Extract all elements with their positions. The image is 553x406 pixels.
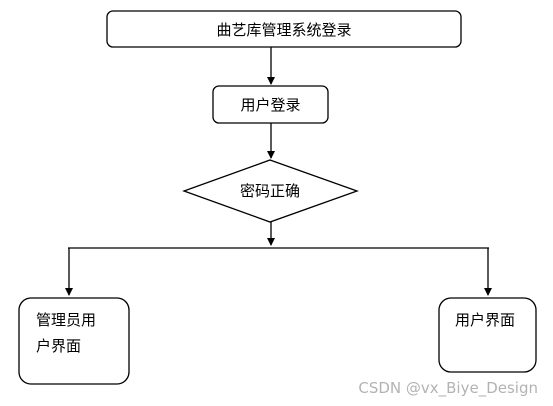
user-ui-label: 用户界面 xyxy=(455,311,515,329)
user-login-node: 用户登录 xyxy=(212,85,329,124)
csdn-watermark: CSDN @vx_Biye_Design xyxy=(358,379,538,398)
user-ui-node: 用户界面 xyxy=(438,297,537,373)
system-login-label: 曲艺库管理系统登录 xyxy=(216,21,351,39)
admin-ui-label-line2: 户界面 xyxy=(36,337,81,355)
user-login-label: 用户登录 xyxy=(240,96,300,114)
password-check-diamond xyxy=(182,159,359,223)
system-login-box xyxy=(106,10,462,48)
user-ui-box xyxy=(438,297,537,373)
admin-ui-node: 管理员用 户界面 xyxy=(18,297,130,385)
system-login-node: 曲艺库管理系统登录 xyxy=(106,10,462,48)
admin-ui-label-line1: 管理员用 xyxy=(36,311,96,329)
password-check-label: 密码正确 xyxy=(240,182,300,200)
password-check-node: 密码正确 xyxy=(182,159,359,223)
admin-ui-box xyxy=(18,297,130,385)
